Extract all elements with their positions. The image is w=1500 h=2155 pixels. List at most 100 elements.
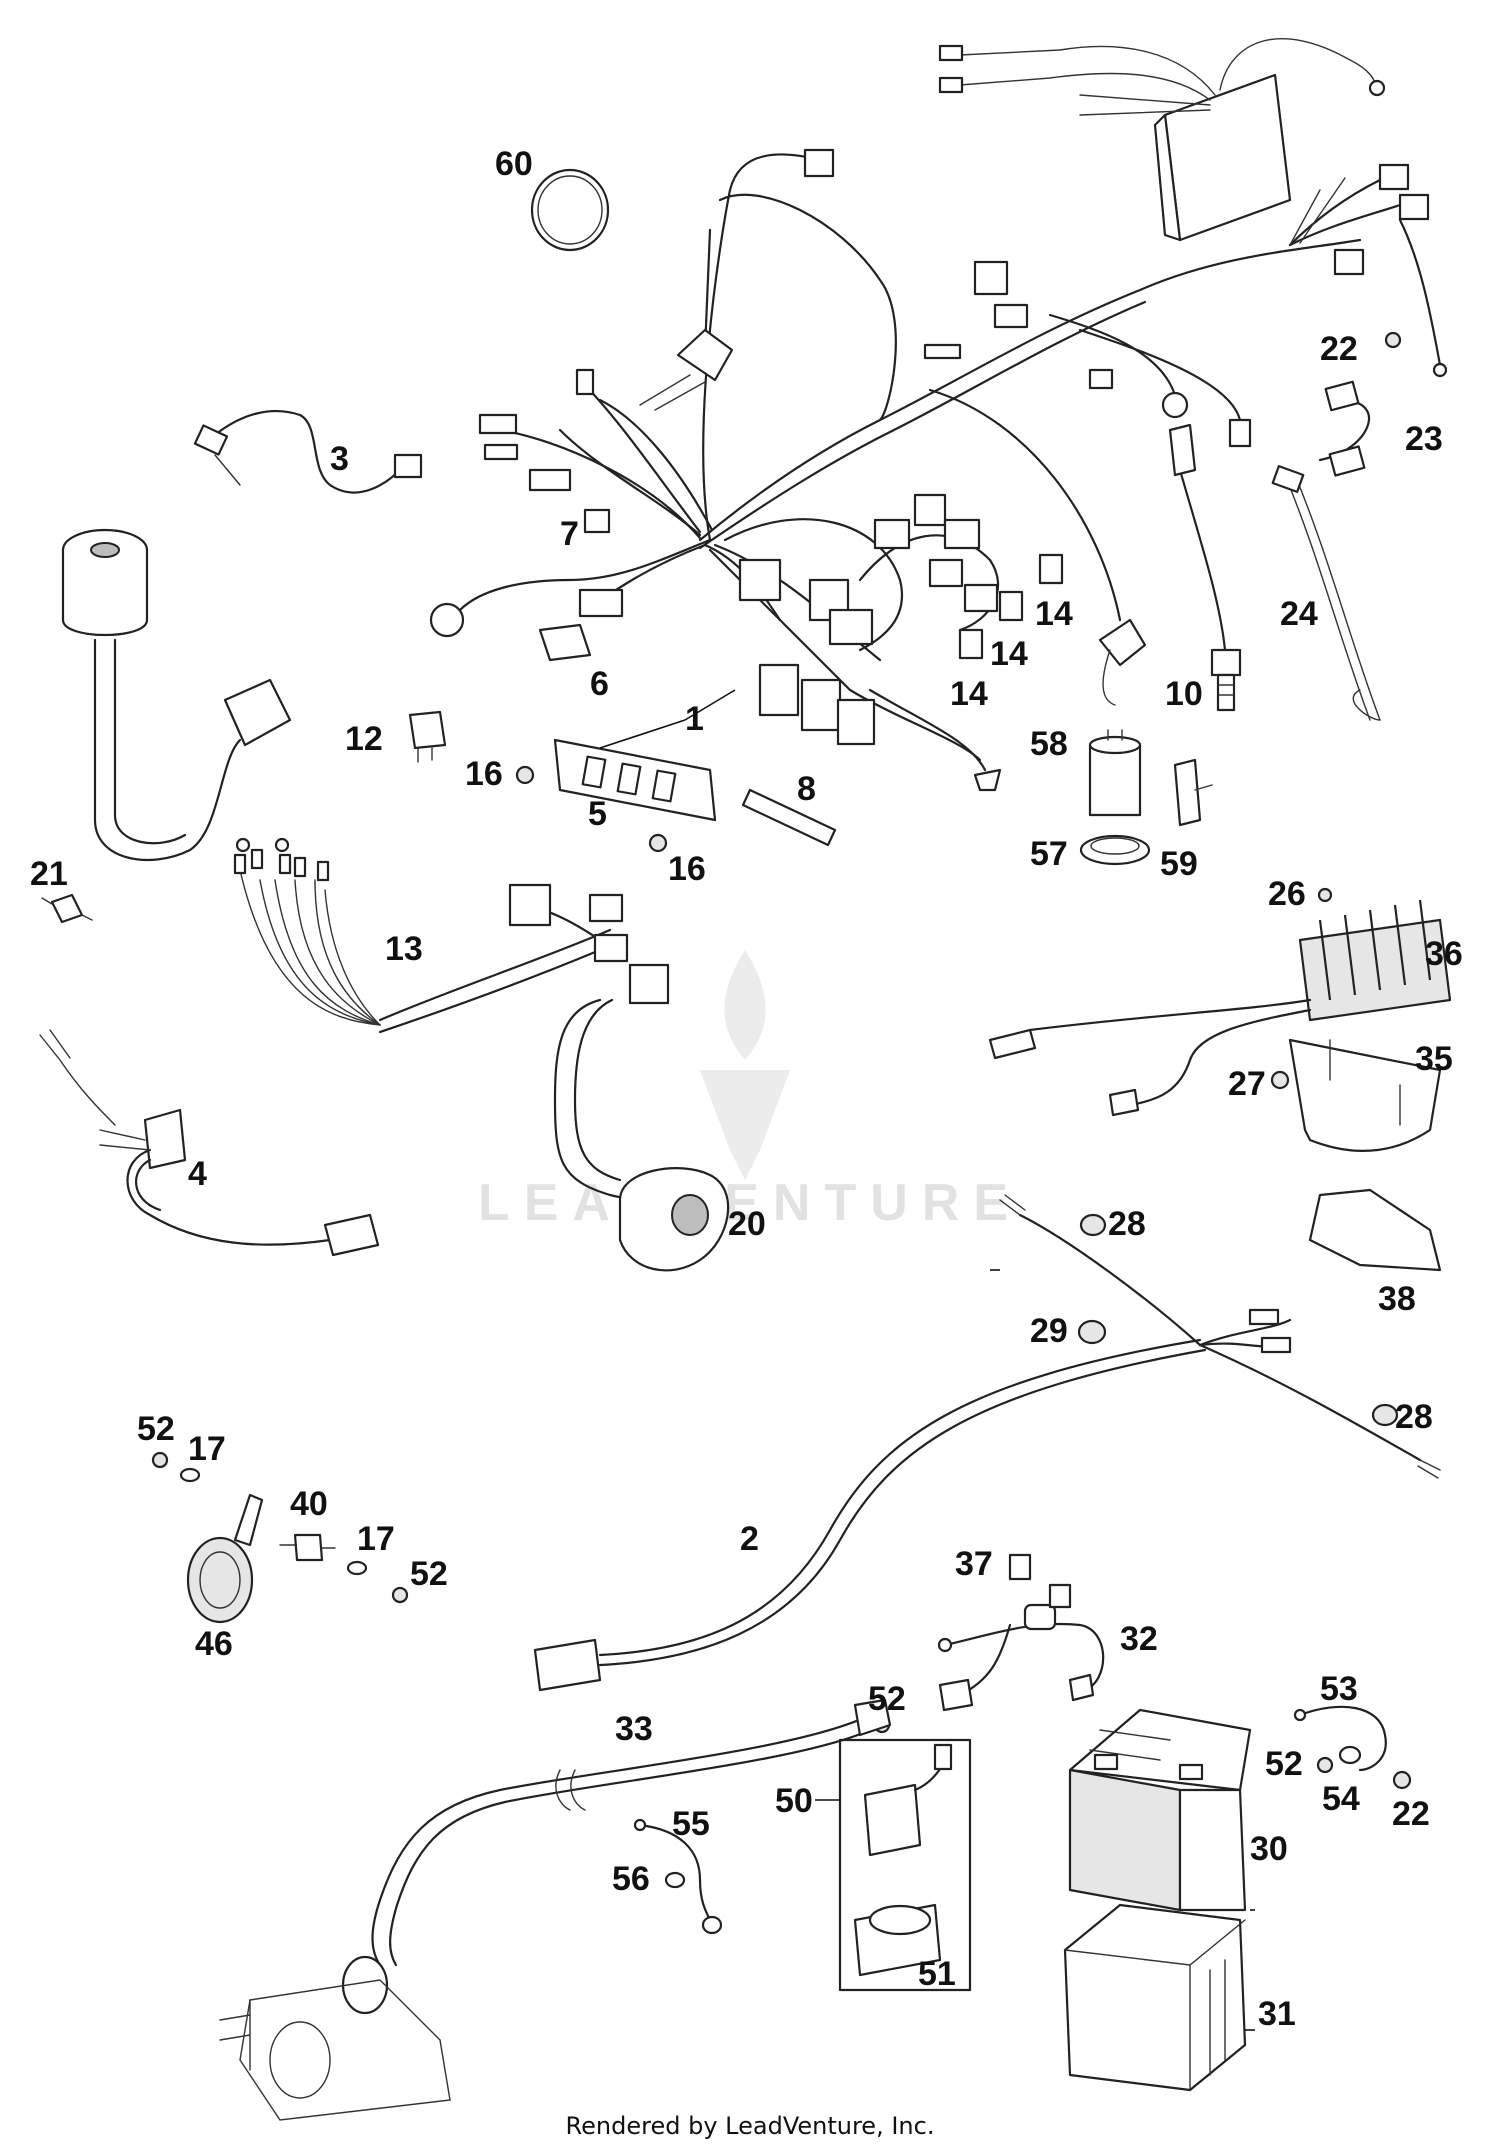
- callout-13: 13: [385, 930, 423, 968]
- callout-16b: 16: [668, 850, 706, 888]
- callout-54: 54: [1322, 1780, 1360, 1818]
- callout-35: 35: [1415, 1040, 1453, 1078]
- callout-57: 57: [1030, 835, 1068, 873]
- part-12-relay: [408, 710, 447, 763]
- callout-16a: 16: [465, 755, 503, 793]
- part-58-capacitor: [1088, 729, 1142, 817]
- callout-24: 24: [1280, 595, 1318, 633]
- leaders: [990, 1269, 1255, 2031]
- callout-58: 58: [1030, 725, 1068, 763]
- part-24-wire: [1271, 464, 1381, 721]
- callout-29: 29: [1030, 1312, 1068, 1350]
- callout-37: 37: [955, 1545, 993, 1583]
- watermark-text: LEADVENTURE: [478, 1174, 1022, 1232]
- part-29-grommet: [1077, 1319, 1107, 1345]
- part-14-fuses: [958, 553, 1064, 660]
- callout-2: 2: [740, 1520, 759, 1558]
- callout-55: 55: [672, 1805, 710, 1843]
- callout-32: 32: [1120, 1620, 1158, 1658]
- callout-33: 33: [615, 1710, 653, 1748]
- part-33-cable: [341, 1698, 892, 2015]
- callout-17b: 17: [357, 1520, 395, 1558]
- part-46-horn: [186, 1493, 264, 1624]
- callout-52a: 52: [137, 1410, 175, 1448]
- part-50-relay-group: [815, 1738, 972, 1992]
- callout-4: 4: [188, 1155, 207, 1193]
- part-55-ground: [633, 1818, 723, 1935]
- callout-53: 53: [1320, 1670, 1358, 1708]
- callout-labels: 60 3 7 6 1 12 16 5 8 16 14 14 14 10 58 5…: [30, 145, 1463, 2033]
- callout-28a: 28: [1108, 1205, 1146, 1243]
- part-57-clamp: [1079, 834, 1151, 866]
- callout-52c: 52: [868, 1680, 906, 1718]
- callout-6: 6: [590, 665, 609, 703]
- part-26-nut: [1317, 887, 1333, 903]
- starter-motor: [219, 1979, 451, 2121]
- callout-51: 51: [918, 1955, 956, 1993]
- part-20-switch: [553, 963, 730, 1272]
- callout-50: 50: [775, 1782, 813, 1820]
- part-13-harness: [233, 837, 629, 1034]
- callout-40: 40: [290, 1485, 328, 1523]
- part-28-grommets: [1079, 1213, 1399, 1427]
- part-56-washer: [664, 1871, 686, 1889]
- part-3-sensor: [193, 410, 423, 494]
- callout-31: 31: [1258, 1995, 1296, 2033]
- ecu-box: [938, 38, 1386, 242]
- part-30-battery: [1068, 1708, 1252, 1912]
- part-6-connector: [538, 623, 592, 662]
- callout-52b: 52: [410, 1555, 448, 1593]
- callout-38: 38: [1378, 1280, 1416, 1318]
- part-5-bracket: [553, 689, 736, 822]
- footer-credit: Rendered by LeadVenture, Inc.: [565, 2112, 935, 2140]
- part-8-tube: [741, 788, 837, 847]
- callout-56: 56: [612, 1860, 650, 1898]
- callout-26: 26: [1268, 875, 1306, 913]
- part-60-clamp: [530, 168, 610, 252]
- part-10-sensor: [1168, 423, 1242, 712]
- callout-46: 46: [195, 1625, 233, 1663]
- part-17-washers: [179, 1467, 368, 1576]
- ignition-pickup: [61, 528, 292, 862]
- callout-8: 8: [797, 770, 816, 808]
- part-35-bracket: [1288, 1038, 1442, 1152]
- callout-21: 21: [30, 855, 68, 893]
- callout-22a: 22: [1320, 330, 1358, 368]
- callout-20: 20: [728, 1205, 766, 1243]
- callout-60: 60: [495, 145, 533, 183]
- part-31-battery-box: [1063, 1903, 1247, 2092]
- part-38-pad: [1308, 1188, 1442, 1272]
- watermark: LEADVENTURE: [478, 950, 1022, 1232]
- callout-5: 5: [588, 795, 607, 833]
- part-53-cable: [1293, 1705, 1387, 1772]
- callout-17a: 17: [188, 1430, 226, 1468]
- part-59-bracket: [1173, 758, 1213, 827]
- part-23-connector: [1318, 380, 1370, 477]
- callout-7: 7: [560, 515, 579, 553]
- part-36-regulator: [988, 899, 1452, 1117]
- part-27-screw: [1270, 1070, 1290, 1090]
- part-54-washer: [1338, 1745, 1362, 1765]
- callout-14c: 14: [950, 675, 988, 713]
- part-22-screw-top: [1384, 331, 1402, 349]
- callout-14b: 14: [990, 635, 1028, 673]
- part-37-fuse: [1008, 1553, 1032, 1581]
- part-4-switch: [39, 1029, 380, 1257]
- callout-59: 59: [1160, 845, 1198, 883]
- part-22-screw-bottom: [1392, 1770, 1412, 1790]
- part-40-bolt: [279, 1533, 336, 1562]
- main-harness: [429, 148, 1448, 792]
- callout-3: 3: [330, 440, 349, 478]
- callout-10: 10: [1165, 675, 1203, 713]
- callout-23: 23: [1405, 420, 1443, 458]
- part-21-bulb: [41, 893, 93, 924]
- callout-36: 36: [1425, 935, 1463, 973]
- callout-22b: 22: [1392, 1795, 1430, 1833]
- callout-1: 1: [685, 700, 704, 738]
- callout-52d: 52: [1265, 1745, 1303, 1783]
- part-7-clip: [583, 508, 611, 534]
- callout-14a: 14: [1035, 595, 1073, 633]
- part-16-screws: [515, 765, 668, 853]
- callout-12: 12: [345, 720, 383, 758]
